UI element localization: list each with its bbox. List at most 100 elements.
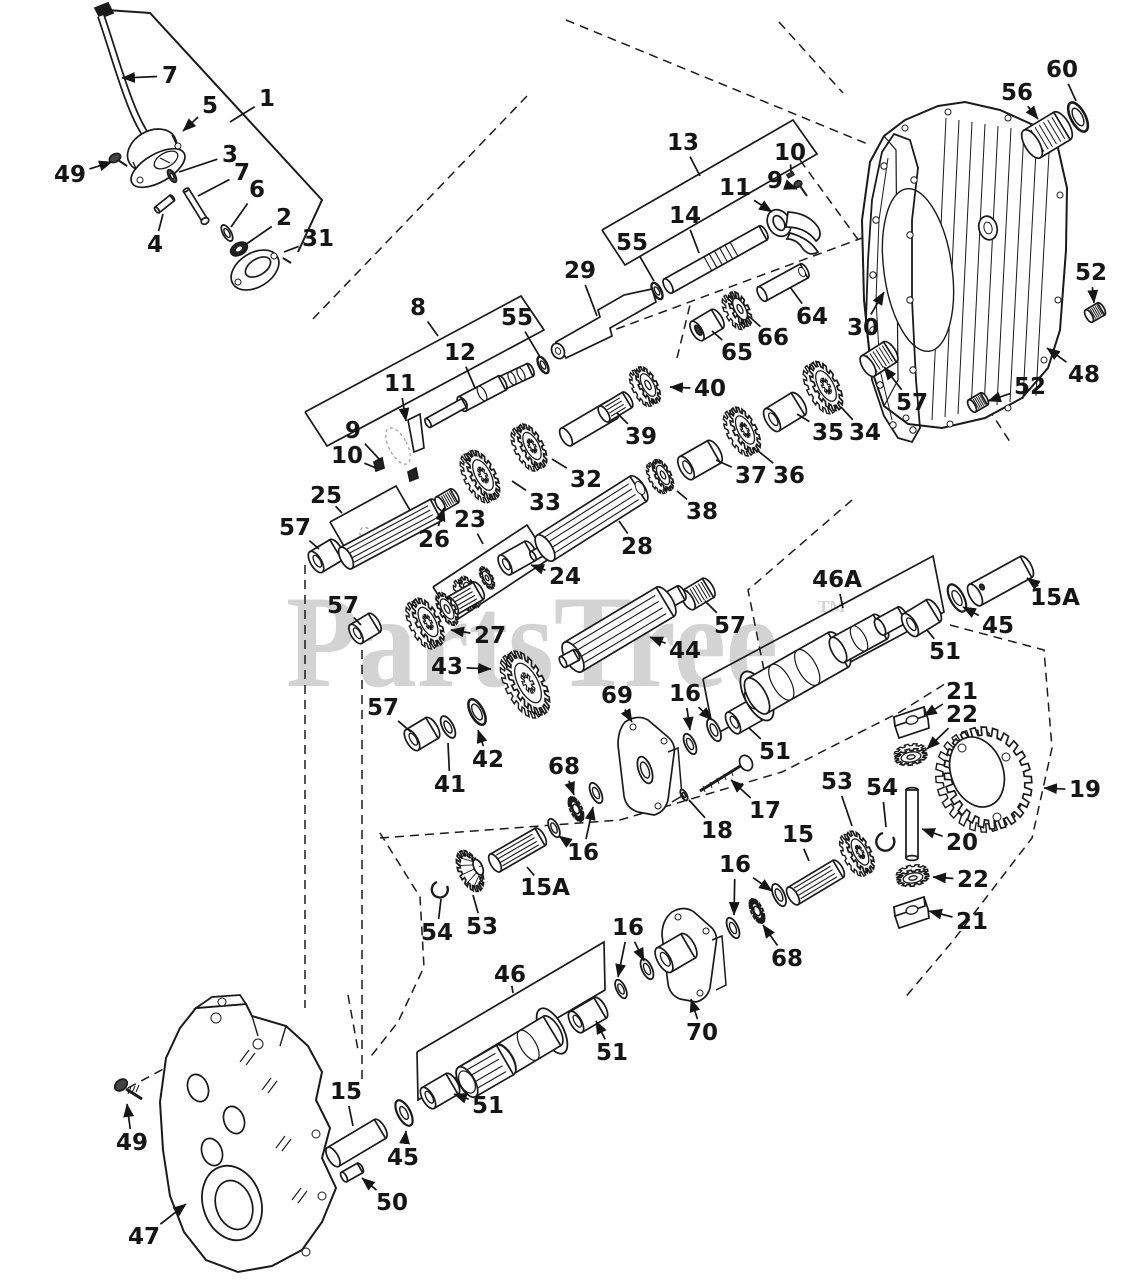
diagram-shape bbox=[889, 421, 897, 429]
diagram-shape bbox=[944, 108, 952, 116]
callout-label-64: 64 bbox=[796, 304, 828, 330]
diagram-shape bbox=[1022, 131, 1038, 400]
callout-label-44: 44 bbox=[669, 638, 701, 664]
callout-leader bbox=[728, 878, 740, 916]
diagram-shape bbox=[575, 600, 660, 652]
diagram-shape bbox=[553, 499, 640, 554]
diagram-shape bbox=[674, 913, 682, 921]
diagram-shape bbox=[466, 852, 478, 861]
callout-leader bbox=[244, 225, 273, 246]
diagram-shape bbox=[662, 224, 769, 295]
diagram-shape bbox=[794, 648, 821, 687]
diagram-shape bbox=[1004, 114, 1012, 122]
callout-leader bbox=[839, 593, 844, 609]
callout-leader bbox=[558, 835, 573, 848]
callout-label-15A: 15A bbox=[520, 875, 570, 901]
diagram-shape bbox=[667, 746, 683, 803]
callout-label-15: 15 bbox=[782, 822, 814, 848]
diagram-shape bbox=[353, 518, 436, 563]
diagram-shape bbox=[424, 397, 468, 429]
diagram-shape bbox=[975, 396, 983, 407]
diagram-shape bbox=[767, 412, 779, 427]
callout-leader bbox=[447, 742, 451, 772]
callout-label-12: 12 bbox=[444, 340, 476, 366]
diagram-shape bbox=[507, 371, 517, 386]
callout-leader bbox=[426, 320, 439, 337]
diagram-shape bbox=[785, 232, 820, 255]
diagram-shape bbox=[578, 607, 663, 659]
callout-label-57: 57 bbox=[327, 593, 359, 619]
diagram-shape bbox=[239, 1049, 250, 1063]
diagram-shape bbox=[799, 159, 863, 246]
diagram-shape bbox=[617, 983, 625, 995]
callout-leader bbox=[159, 1203, 187, 1225]
diagram-shape bbox=[407, 412, 425, 454]
diagram-shape bbox=[543, 483, 630, 538]
diagram-shape bbox=[550, 494, 636, 549]
diagram-shape bbox=[346, 505, 429, 550]
callout-label-50: 50 bbox=[376, 1190, 408, 1216]
diagram-shape bbox=[424, 417, 432, 429]
diagram-shape bbox=[660, 737, 668, 745]
diagram-shape bbox=[275, 1135, 286, 1149]
callout-leader bbox=[551, 458, 568, 469]
diagram-shape bbox=[477, 466, 489, 484]
diagram-shape bbox=[909, 426, 917, 434]
callout-label-7: 7 bbox=[234, 160, 250, 186]
diagram-shape bbox=[709, 781, 713, 789]
diagram-shape bbox=[309, 95, 528, 323]
diagram-shape bbox=[261, 1077, 272, 1091]
diagram-shape bbox=[702, 785, 706, 793]
diagram-shape bbox=[497, 837, 535, 860]
diagram-shape bbox=[905, 854, 919, 862]
callout-leader bbox=[921, 828, 943, 839]
callout-leader bbox=[682, 707, 694, 731]
diagram-shape bbox=[682, 460, 693, 475]
diagram-shape bbox=[550, 822, 558, 834]
diagram-shape bbox=[469, 1058, 500, 1077]
diagram-shape bbox=[719, 247, 728, 263]
diagram-shape bbox=[478, 874, 483, 890]
diagram-shape bbox=[461, 852, 475, 861]
callout-leader bbox=[510, 985, 514, 994]
callout-leader bbox=[283, 245, 299, 253]
callout-leader bbox=[121, 72, 158, 83]
diagram-shape bbox=[339, 1171, 349, 1183]
diagram-shape bbox=[270, 252, 278, 260]
diagram-shape bbox=[572, 1014, 583, 1028]
diagram-shape bbox=[966, 583, 984, 607]
callout-leader bbox=[564, 780, 575, 796]
diagram-shape bbox=[747, 499, 853, 701]
callout-label-51: 51 bbox=[596, 1040, 628, 1066]
callout-leader bbox=[633, 941, 645, 962]
diagram-shape bbox=[1009, 129, 1025, 403]
diagram-shape bbox=[723, 773, 727, 781]
diagram-shape bbox=[113, 1078, 129, 1092]
diagram-shape bbox=[601, 118, 819, 267]
callout-label-22: 22 bbox=[946, 702, 978, 728]
diagram-shape bbox=[1091, 307, 1098, 318]
diagram-shape bbox=[565, 19, 871, 146]
diagram-shape bbox=[639, 761, 651, 779]
callout-leader bbox=[466, 662, 492, 674]
diagram-shape bbox=[609, 403, 625, 414]
callout-label-42: 42 bbox=[472, 747, 504, 773]
callout-leader bbox=[987, 391, 1011, 403]
callout-label-48: 48 bbox=[1068, 362, 1100, 388]
callout-leader bbox=[697, 706, 713, 721]
diagram-shape bbox=[169, 172, 175, 180]
callout-leader bbox=[197, 178, 230, 197]
diagram-shape bbox=[1004, 404, 1012, 412]
diagram-shape bbox=[481, 872, 484, 885]
diagram-shape bbox=[756, 285, 768, 303]
diagram-shape bbox=[768, 663, 795, 701]
callout-label-38: 38 bbox=[686, 499, 718, 525]
diagram-shape bbox=[772, 214, 786, 232]
callout-label-51: 51 bbox=[759, 739, 791, 765]
diagram-shape bbox=[793, 865, 831, 889]
callout-leader bbox=[704, 600, 718, 614]
callout-leader bbox=[182, 116, 199, 132]
callout-leader bbox=[399, 1130, 410, 1145]
diagram-shape bbox=[1040, 356, 1048, 364]
diagram-shape bbox=[730, 769, 734, 777]
